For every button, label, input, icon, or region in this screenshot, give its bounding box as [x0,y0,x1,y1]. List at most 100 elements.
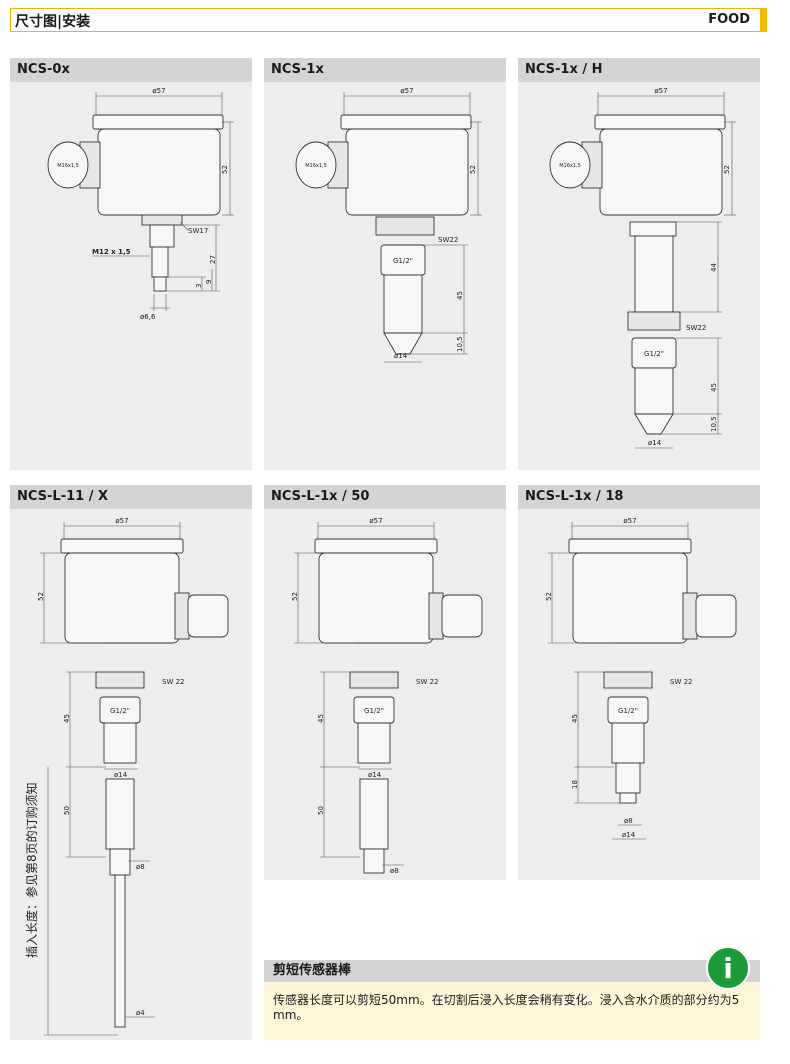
sensor-tip [619,792,637,804]
thread-section [149,224,175,248]
dim-45: 45 [63,714,71,723]
drawing-ncs-1x-h: ø57 M16x1,5 52 44 SW22 G1/2" 45 10,5 ø14 [549,87,736,449]
info-icon: i [706,946,750,990]
dim-h52: 52 [545,592,553,601]
cable-gland-nut [682,592,698,640]
housing-lid [60,538,184,554]
drawing-ncs-1x: ø57 M16x1,5 52 SW22 G1/2" 45 10,5 ø14 [295,87,482,363]
dim-d57: ø57 [115,517,128,525]
cable-gland [441,594,483,638]
info-letter: i [723,952,733,985]
drawing-ncs-l-1x-50: ø57 52 SW 22 G1/2" 45 ø14 50 ø8 [291,517,483,875]
thread-g-label: G1/2" [364,707,384,715]
dim-h52: 52 [723,165,731,174]
dim-sw: SW 22 [670,678,693,686]
insertion-length-note: 插入长度：参见第8页的订购须知 [24,782,39,958]
dim-d57: ø57 [654,87,667,95]
dim-sw: SW22 [686,324,706,332]
thread-label: M16x1,5 [559,163,581,169]
panel-title: NCS-0x [10,58,252,82]
sensor-tip [383,332,423,355]
probe-wire [114,874,126,1028]
dim-d14: ø14 [368,771,382,779]
section-tag: FOOD [708,12,750,27]
dim-h52: 52 [37,592,45,601]
dim-d8: ø8 [136,863,145,871]
housing-body [64,552,180,644]
panel-ncs-1x-h: NCS-1x / H ø57 M16x1,5 52 44 SW22 G1/2" … [518,58,760,470]
panel-ncs-0x: NCS-0x ø57 M16x1,5 52 SW17 M12 x 1,5 27 … [10,58,252,470]
cable-gland [695,594,737,638]
dim-3: 3 [195,284,203,288]
cut-sensor-title: 剪短传感器棒 [264,960,760,982]
dim-45: 45 [710,383,718,392]
dim-sw: SW 22 [416,678,439,686]
dim-d4: ø4 [136,1009,145,1017]
dim-d14: ø14 [622,831,636,839]
drawing-ncs-l-1x-18: ø57 52 SW 22 G1/2" 45 18 ø8 ø14 [545,517,737,840]
cable-gland-nut [428,592,444,640]
panel-title: NCS-1x / H [518,58,760,82]
hex-sw22 [349,671,399,689]
dim-45: 45 [571,714,579,723]
dim-d8: ø8 [624,817,633,825]
sensor-body [103,722,137,764]
hex-sw22 [603,671,653,689]
drawing-ncs-0x: ø57 M16x1,5 52 SW17 M12 x 1,5 27 3 9 ø6,… [47,87,234,321]
cable-gland [187,594,229,638]
sensor-neck [615,762,641,794]
thread-g-label: G1/2" [618,707,638,715]
cable-gland-nut [174,592,190,640]
page-header: 尺寸图|安装 FOOD [10,8,767,32]
dim-h52: 52 [221,165,229,174]
dim-45: 45 [317,714,325,723]
hex-sw22 [95,671,145,689]
thread-g-label: G1/2" [110,707,130,715]
housing-lid [314,538,438,554]
dim-d57: ø57 [400,87,413,95]
dim-h52: 52 [291,592,299,601]
dim-105: 10,5 [456,336,464,352]
housing-body [97,128,221,216]
panel-title: NCS-L-1x / 18 [518,485,760,509]
housing-body [599,128,723,216]
dim-d14: ø14 [114,771,128,779]
cut-sensor-note: 剪短传感器棒 传感器长度可以剪短50mm。在切割后浸入长度会稍有变化。浸入含水介… [264,960,760,1040]
housing-lid [594,114,726,130]
panel-title: NCS-L-11 / X [10,485,252,509]
dim-h52: 52 [469,165,477,174]
accent-bar [760,8,767,32]
panel-ncs-1x: NCS-1x ø57 M16x1,5 52 SW22 G1/2" 45 10,5… [264,58,506,470]
extension-tube [634,235,674,313]
dim-d57: ø57 [152,87,165,95]
hex-sw22 [627,311,681,331]
sensor-body [611,722,645,764]
rod-tip [363,848,385,874]
thread-label: M16x1,5 [57,163,79,169]
insertion-length-text: 插入长度：参见第8页的订购须知 [24,782,39,958]
sensor-rod [105,778,135,850]
panel-ncs-l-1x-18: NCS-L-1x / 18 ø57 52 SW 22 G1/2" 45 18 ø… [518,485,760,880]
housing-body [345,128,469,216]
panel-title: NCS-L-1x / 50 [264,485,506,509]
dim-d8: ø8 [390,867,399,875]
panel-title: NCS-1x [264,58,506,82]
hex-top [629,221,677,237]
dim-27: 27 [209,255,217,264]
cut-sensor-text: 传感器长度可以剪短50mm。在切割后浸入长度会稍有变化。浸入含水介质的部分约为5… [273,993,740,1022]
housing-body [572,552,688,644]
dim-44: 44 [710,263,718,272]
cable-gland [549,141,591,189]
housing-lid [92,114,224,130]
dim-sw: SW 22 [162,678,185,686]
sensor-tip [153,276,167,292]
drawing-ncs-l-11-x: ø57 52 SW 22 G1/2" 45 ø14 50 ø8 ø4 [37,517,229,1036]
dim-105: 10,5 [710,416,718,432]
panel-ncs-l-11-x: NCS-L-11 / X ø57 52 SW 22 G1/2" 45 ø14 5… [10,485,252,1040]
cable-gland [295,141,337,189]
dim-50: 50 [63,806,71,815]
dim-sw: SW22 [438,236,458,244]
hex-sw17 [141,214,183,226]
dim-d14: ø14 [394,352,408,360]
rod-narrow [109,848,131,876]
